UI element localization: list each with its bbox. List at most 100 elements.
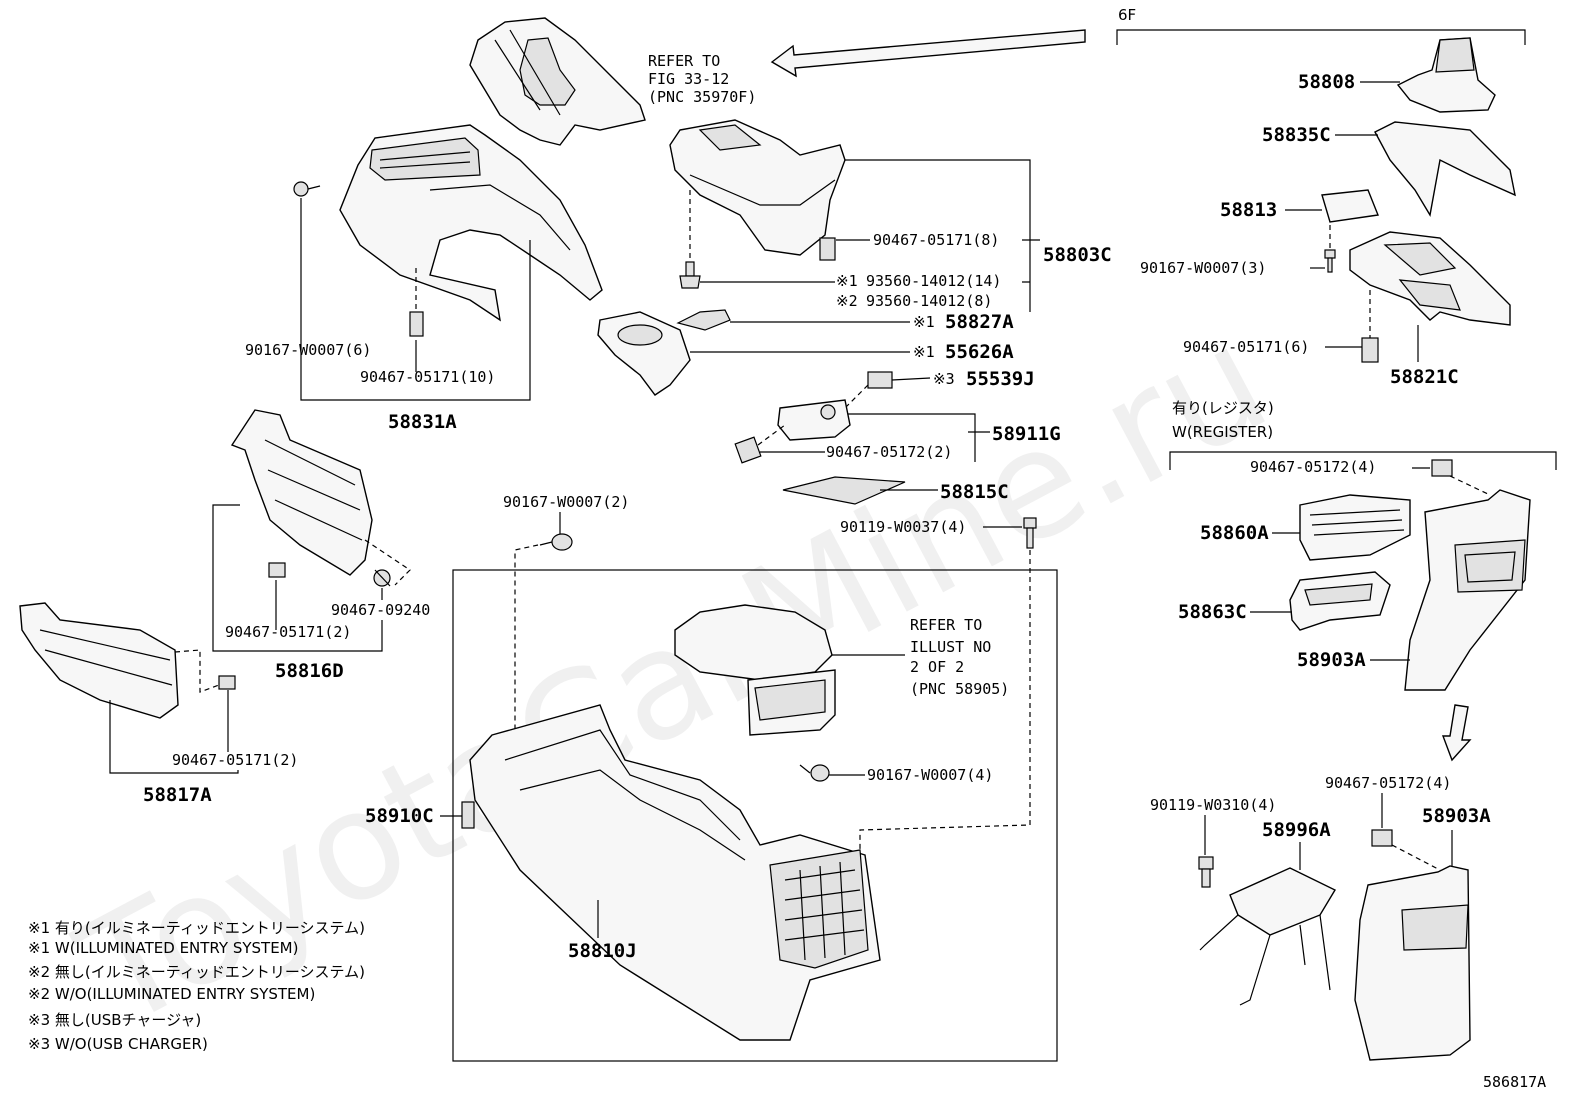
leader-dash [1391,844,1441,871]
label-58910C: 58910C [365,805,434,827]
label-58810J: 58810J [568,940,637,962]
label-58813: 58813 [1220,199,1277,221]
label-58903A-b: 58903A [1422,805,1491,827]
bracket-58817A [109,700,239,774]
marker-1c: ※1 [913,343,935,361]
marker-1b: ※1 [913,313,935,331]
rear-panel-58903A-upper-illustration [1404,489,1531,691]
refer2-line-2: ILLUST NO [910,638,991,656]
label-58821C: 58821C [1390,366,1459,388]
bracket-58911G [848,413,990,462]
screw-90167-W0007-3-icon [1324,249,1336,273]
label-58831A: 58831A [388,411,457,433]
refer-line-1: REFER TO [648,52,720,70]
tray-58863C-illustration [1289,571,1391,631]
console-panel-upper-illustration [293,124,603,322]
label-90467-05172-4a: 90467-05172(4) [1250,458,1376,476]
switch-panel-58911G-illustration [777,399,851,441]
label-90467-05172-2: 90467-05172(2) [826,443,952,461]
label-90119-W0310-4: 90119-W0310(4) [1150,796,1276,814]
cover-58827A-illustration [676,309,731,331]
legend-line-5: ※3 無し(USBチャージャ) [28,1011,201,1029]
refer-to-fig-33-12: REFER TO FIG 33-12 (PNC 35970F) [648,52,756,106]
legend-line-4: ※2 W/O(ILLUMINATED ENTRY SYSTEM) [28,985,315,1003]
down-arrow-icon [1441,704,1472,762]
label-58827A: 58827A [945,311,1014,333]
label-90167-W0007-4: 90167-W0007(4) [867,766,993,784]
label-58817A: 58817A [143,784,212,806]
console-box-58810J-illustration [461,704,881,1041]
legend-line-2: ※1 W(ILLUMINATED ENTRY SYSTEM) [28,939,298,957]
label-58911G: 58911G [992,423,1061,445]
clip-58816D-a [268,562,286,578]
label-90167-W0007-3: 90167-W0007(3) [1140,259,1266,277]
bracket-58803C [845,159,1040,312]
clip-90467-05171-6-icon [1361,337,1379,363]
leader-dash [859,550,1031,860]
legend-line-6: ※3 W/O(USB CHARGER) [28,1035,208,1053]
legend: ※1 有り(イルミネーティッドエントリーシステム) ※1 W(ILLUMINAT… [28,919,365,1053]
refer-line-3: (PNC 35970F) [648,88,756,106]
leader [891,377,931,381]
legend-line-3: ※2 無し(イルミネーティッドエントリーシステム) [28,963,365,981]
label-58808: 58808 [1298,71,1355,93]
illustration-id: 586817A [1483,1073,1546,1091]
label-58835C: 58835C [1262,124,1331,146]
label-90467-05171-10: 90467-05171(10) [360,368,495,386]
group-bracket-register [1169,451,1557,470]
refer2-line-3: 2 OF 2 [910,658,964,676]
leader-dash [844,384,869,409]
label-58815C: 58815C [940,481,1009,503]
label-58903A-a: 58903A [1297,649,1366,671]
refer2-line-1: REFER TO [910,616,982,634]
shift-boot-assembly-illustration [469,17,646,146]
label-90467-05171-6: 90467-05171(6) [1183,338,1309,356]
label-90119-W0037-4: 90119-W0037(4) [840,518,966,536]
bracket-58831A [300,198,531,401]
label-58860A: 58860A [1200,522,1269,544]
bracket-58816D [212,504,383,652]
label-90167-W0007-6: 90167-W0007(6) [245,341,371,359]
armrest-lid-illustration [674,604,836,736]
bezel-58835C-illustration [1374,121,1516,217]
clip-90467-05171-a [409,311,424,337]
switch-58813-illustration [1321,189,1379,223]
label-90167-W0007-2: 90167-W0007(2) [503,493,629,511]
label-58863C: 58863C [1178,601,1247,623]
side-trim-58817A-illustration [19,602,179,719]
holder-55626A-illustration [597,311,691,396]
refer-to-illust-no-2: REFER TO ILLUST NO 2 OF 2 (PNC 58905) [910,616,1009,698]
label-55539J: 55539J [966,368,1035,390]
arrow-to-6f-group [770,29,1086,78]
label-93560-14012-14: 93560-14012(14) [866,272,1001,290]
refer2-line-4: (PNC 58905) [910,680,1009,698]
label-93560-14012-8: 93560-14012(8) [866,292,992,310]
group-label-6F: 6F [1118,6,1136,24]
console-upper-58821C-illustration [1349,231,1511,326]
label-55626A: 55626A [945,341,1014,363]
legend-line-1: ※1 有り(イルミネーティッドエントリーシステム) [28,919,365,937]
marker-1a: ※1 [836,272,858,290]
bolt-90119-W0037-icon [1023,517,1037,549]
label-58996A: 58996A [1262,819,1331,841]
label-90467-05171-2b: 90467-05171(2) [172,751,298,769]
leader-dash [174,649,220,693]
refer-line-2: FIG 33-12 [648,70,729,88]
shift-boot-58808-illustration [1396,37,1496,113]
vent-58860A-illustration [1299,494,1411,561]
register-en: W(REGISTER) [1172,423,1273,441]
rear-panel-58903A-lower-illustration [1354,865,1471,1061]
label-58816D: 58816D [275,660,344,682]
marker-3a: ※3 [933,370,955,388]
usb-55539J-icon [867,371,893,389]
leader-dash [364,539,411,586]
bolt-90119-W0310-icon [1198,856,1214,888]
marker-2a: ※2 [836,292,858,310]
screw-93560-icon [679,261,701,289]
leader-dash [1449,475,1491,496]
label-90467-05172-4b: 90467-05172(4) [1325,774,1451,792]
leader-dash [757,424,786,446]
group-bracket-6F [1116,29,1526,45]
label-58803C: 58803C [1043,244,1112,266]
clip-58817A [218,675,236,690]
